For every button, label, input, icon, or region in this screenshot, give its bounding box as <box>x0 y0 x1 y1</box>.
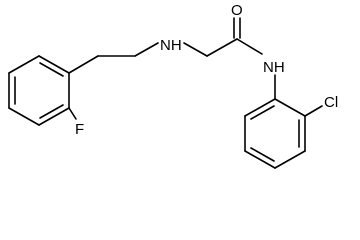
chlorine-label: Cl <box>324 94 338 111</box>
ch2-carbonyl-bond <box>206 38 238 57</box>
n-ch2-bond <box>183 42 208 57</box>
ch2-n-bond <box>134 42 159 57</box>
ring1-bond <box>38 107 70 126</box>
amide-nh-label: NH <box>263 59 285 76</box>
fluorine-label: F <box>75 121 84 138</box>
c-f-bond <box>68 107 77 120</box>
ring2-double-bond <box>250 147 275 162</box>
oxygen-label: O <box>231 2 243 19</box>
molecule-diagram: F NH O NH Cl <box>8 2 338 169</box>
chlorophenyl-ring <box>244 98 306 169</box>
ring-ch2-bond <box>68 55 99 74</box>
carbonyl-n-bond <box>236 38 263 55</box>
ring1-bond <box>8 55 40 74</box>
ring1-double-bond <box>39 104 64 119</box>
ring2-bond <box>274 150 306 169</box>
ring2-bond <box>244 98 276 117</box>
ring2-bond <box>244 150 276 169</box>
amine-nh-label: NH <box>160 37 182 54</box>
ring1-double-bond <box>39 62 64 77</box>
c-cl-bond <box>304 105 323 117</box>
ring2-bond <box>274 98 306 117</box>
ring2-double-bond <box>250 105 275 120</box>
fluorophenyl-ring <box>8 55 70 126</box>
structure-drawing: F NH O NH Cl <box>8 2 338 169</box>
ring1-bond <box>38 55 70 74</box>
ring1-bond <box>8 107 40 126</box>
